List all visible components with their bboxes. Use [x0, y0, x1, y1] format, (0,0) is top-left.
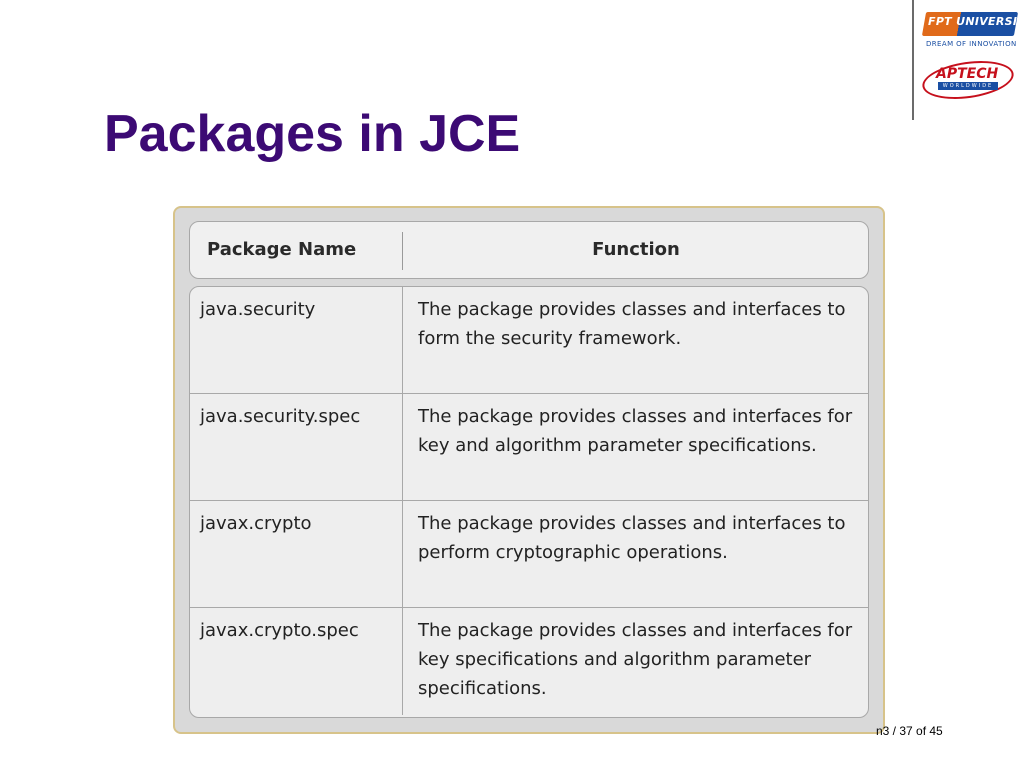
table-row: java.security The package provides class… — [190, 287, 868, 394]
header-function: Function — [592, 239, 680, 260]
packages-table: Package Name Function java.security The … — [173, 206, 885, 734]
function-cell: The package provides classes and interfa… — [418, 406, 853, 456]
slide-page-number: n3 / 37 of 45 — [876, 724, 943, 738]
column-divider — [402, 501, 403, 607]
header-package-name: Package Name — [207, 239, 357, 260]
column-divider — [402, 394, 403, 500]
table-body: java.security The package provides class… — [189, 286, 869, 718]
fpt-university-logo: FPT UNIVERSITY DREAM OF INNOVATION — [921, 12, 1024, 52]
table-header: Package Name Function — [189, 221, 869, 279]
package-name-cell: javax.crypto.spec — [200, 620, 359, 641]
package-name-cell: java.security.spec — [200, 406, 361, 427]
header-column-divider — [402, 232, 403, 270]
function-cell: The package provides classes and interfa… — [418, 513, 846, 563]
table-row: javax.crypto The package provides classe… — [190, 501, 868, 608]
logo-area: FPT UNIVERSITY DREAM OF INNOVATION APTEC… — [919, 12, 1024, 105]
package-name-cell: javax.crypto — [200, 513, 312, 534]
fpt-logo-tagline: DREAM OF INNOVATION — [926, 40, 1017, 48]
table-row: javax.crypto.spec The package provides c… — [190, 608, 868, 715]
package-name-cell: java.security — [200, 299, 316, 320]
fpt-logo-name: FPT UNIVERSITY — [928, 15, 1024, 28]
function-cell: The package provides classes and interfa… — [418, 620, 853, 699]
aptech-logo-name: APTECH — [936, 66, 999, 82]
table-row: java.security.spec The package provides … — [190, 394, 868, 501]
column-divider — [402, 608, 403, 715]
header-divider-line — [912, 0, 914, 120]
slide-title: Packages in JCE — [104, 105, 521, 163]
column-divider — [402, 287, 403, 393]
aptech-logo-subtitle: WORLDWIDE — [938, 82, 998, 90]
aptech-logo: APTECH WORLDWIDE — [919, 55, 1017, 105]
function-cell: The package provides classes and interfa… — [418, 299, 846, 349]
